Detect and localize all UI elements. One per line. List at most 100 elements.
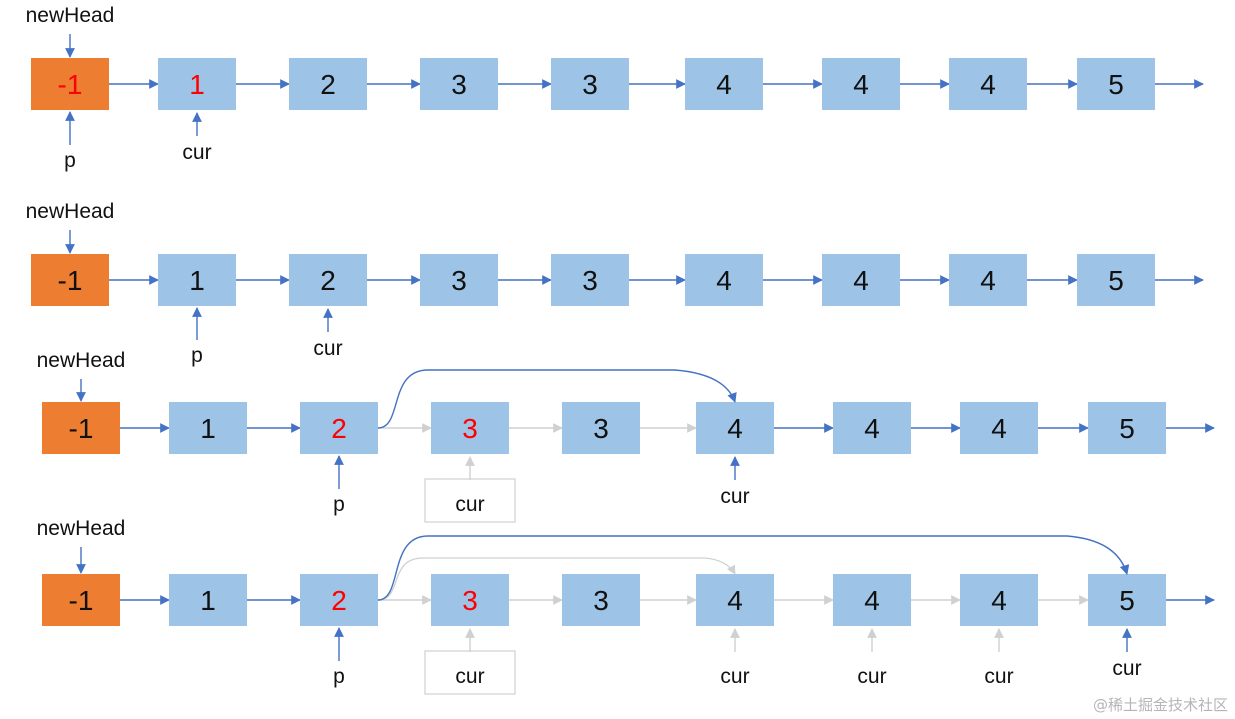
node-value: 3 (451, 69, 467, 100)
list-node (1077, 254, 1155, 306)
list-node (551, 254, 629, 306)
list-node (949, 58, 1027, 110)
node-value: 3 (582, 69, 598, 100)
list-node (169, 402, 247, 454)
p-label: p (191, 344, 203, 367)
node-value: 2 (331, 413, 347, 444)
node-value: 5 (1108, 265, 1124, 296)
ghost-cur-label: cur (857, 665, 886, 688)
node-value: 2 (331, 585, 347, 616)
list-node (551, 58, 629, 110)
list-node (960, 574, 1038, 626)
list-node (960, 402, 1038, 454)
node-value: 3 (582, 265, 598, 296)
node-value: 3 (462, 413, 478, 444)
list-node (431, 574, 509, 626)
node-value: 2 (320, 69, 336, 100)
watermark: @稀土掘金技术社区 (1093, 696, 1228, 714)
node-value: 4 (991, 585, 1007, 616)
cur-label: cur (720, 485, 749, 508)
head-node (42, 402, 120, 454)
p-label: p (64, 149, 76, 172)
head-node (31, 254, 109, 306)
cur-label: cur (182, 141, 211, 164)
list-node (1077, 58, 1155, 110)
rows-layer: -1 1 2 3 3 4 4 4 5 newHead p cur -1 1 2 3 3 4 4 4 5 newHead p c… (26, 4, 1215, 695)
list-row-4: -1 1 2 3 3 4 4 4 5 newHead p cur cur cur cur cur (37, 517, 1215, 695)
head-node (31, 58, 109, 110)
list-node (685, 58, 763, 110)
node-value: 4 (727, 585, 743, 616)
list-node (158, 254, 236, 306)
node-value: 4 (991, 413, 1007, 444)
node-value: 4 (853, 69, 869, 100)
node-value: 5 (1108, 69, 1124, 100)
list-node (158, 58, 236, 110)
cur-label: cur (1112, 657, 1141, 680)
list-row-3: -1 1 2 3 3 4 4 4 5 newHead p cur cur (37, 349, 1215, 523)
list-node (562, 574, 640, 626)
ghost-cur-box (424, 478, 516, 523)
newhead-label: newHead (26, 200, 115, 223)
old-skip-link (377, 557, 736, 601)
ghost-cur-label: cur (984, 665, 1013, 688)
list-row-2: -1 1 2 3 3 4 4 4 5 newHead p cur (26, 200, 1204, 367)
newhead-label: newHead (37, 517, 126, 540)
node-value: 1 (200, 413, 216, 444)
newhead-label: newHead (26, 4, 115, 27)
list-node (685, 254, 763, 306)
node-value: 1 (189, 69, 205, 100)
list-node (420, 254, 498, 306)
node-value: 4 (716, 265, 732, 296)
list-node (949, 254, 1027, 306)
list-node (420, 58, 498, 110)
p-label: p (333, 665, 345, 688)
ghost-cur-label: cur (455, 665, 484, 688)
list-node (562, 402, 640, 454)
node-value: 4 (727, 413, 743, 444)
list-node (169, 574, 247, 626)
node-value: 2 (320, 265, 336, 296)
node-value: 4 (864, 585, 880, 616)
node-value: -1 (58, 265, 83, 296)
list-node (431, 402, 509, 454)
list-node (300, 402, 378, 454)
p-label: p (333, 493, 345, 516)
node-value: -1 (58, 69, 83, 100)
list-node (289, 254, 367, 306)
node-value: 1 (189, 265, 205, 296)
list-node (289, 58, 367, 110)
list-node (1088, 402, 1166, 454)
ghost-cur-box (424, 650, 516, 695)
newhead-label: newHead (37, 349, 126, 372)
node-value: 3 (593, 413, 609, 444)
node-value: 4 (853, 265, 869, 296)
list-node (696, 574, 774, 626)
node-value: 5 (1119, 413, 1135, 444)
list-row-1: -1 1 2 3 3 4 4 4 5 newHead p cur (26, 4, 1204, 172)
list-node (822, 58, 900, 110)
node-value: 4 (980, 69, 996, 100)
node-value: 1 (200, 585, 216, 616)
node-value: 3 (462, 585, 478, 616)
list-node (833, 402, 911, 454)
list-node (822, 254, 900, 306)
node-value: 3 (593, 585, 609, 616)
node-value: 3 (451, 265, 467, 296)
node-value: 4 (716, 69, 732, 100)
list-node (696, 402, 774, 454)
skip-link (377, 369, 737, 429)
cur-label: cur (313, 337, 342, 360)
node-value: -1 (69, 585, 94, 616)
node-value: 4 (864, 413, 880, 444)
list-node (300, 574, 378, 626)
node-value: 4 (980, 265, 996, 296)
skip-link (377, 535, 1130, 601)
node-value: -1 (69, 413, 94, 444)
ghost-cur-label: cur (720, 665, 749, 688)
node-value: 5 (1119, 585, 1135, 616)
ghost-cur-label: cur (455, 493, 484, 516)
head-node (42, 574, 120, 626)
list-node (833, 574, 911, 626)
